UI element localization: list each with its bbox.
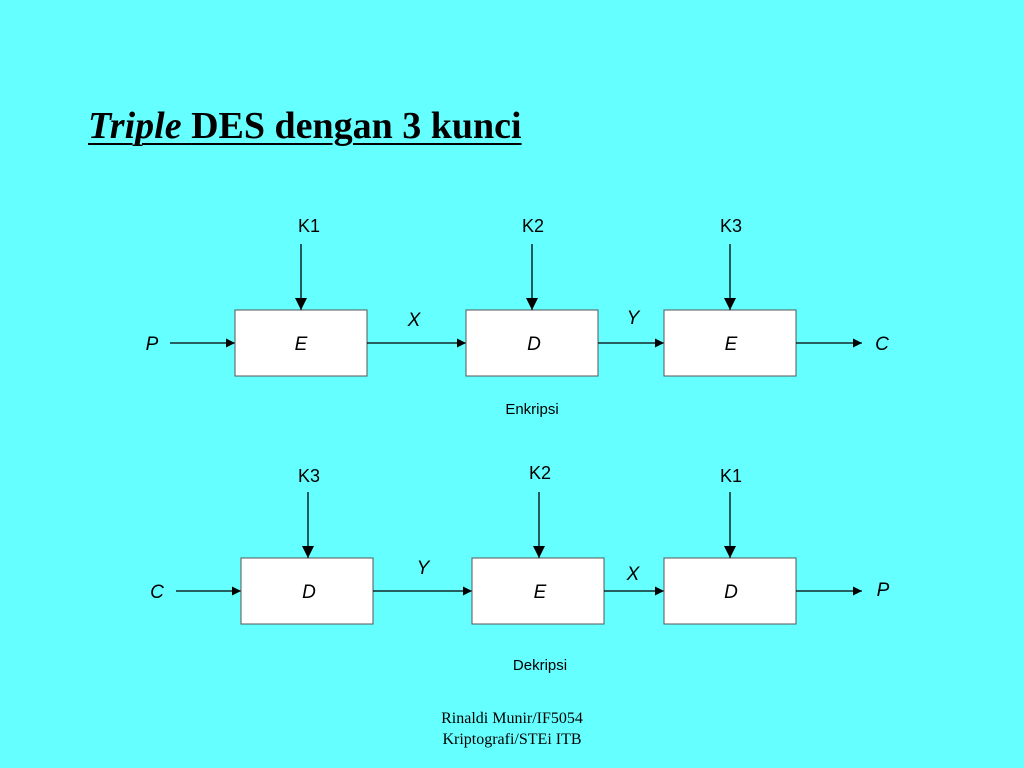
dec-caption: Dekripsi xyxy=(513,657,567,674)
enc-box-3 xyxy=(663,309,797,377)
enc-mid-2-label: Y xyxy=(627,308,641,329)
enc-key-1: K1 xyxy=(298,216,320,236)
footer-line-1: Rinaldi Munir/IF5054 xyxy=(441,710,583,727)
footer: Rinaldi Munir/IF5054 Kriptografi/STEi IT… xyxy=(400,708,624,750)
enc-box-1-op: E xyxy=(295,334,308,355)
enc-box-2-op: D xyxy=(527,334,541,355)
dec-key-3: K1 xyxy=(720,466,742,486)
enc-box-2 xyxy=(465,309,599,377)
dec-box-2 xyxy=(471,557,605,625)
encryption-flow: P E K1 X D K2 Y E K3 C Enkripsi xyxy=(146,216,889,418)
footer-line-2: Kriptografi/STEi ITB xyxy=(442,731,582,748)
dec-box-2-op: E xyxy=(534,582,547,603)
dec-output-label: P xyxy=(877,580,890,601)
enc-box-1 xyxy=(234,309,368,377)
dec-box-3 xyxy=(663,557,797,625)
dec-mid-1-label: Y xyxy=(417,558,431,579)
title-rest: DES dengan 3 kunci xyxy=(191,105,522,147)
enc-caption: Enkripsi xyxy=(505,401,558,418)
enc-mid-1-label: X xyxy=(407,310,422,331)
page-title: Triple DES dengan 3 kunci xyxy=(88,104,522,148)
dec-box-1-op: D xyxy=(302,582,316,603)
dec-input-label: C xyxy=(150,582,164,603)
dec-key-1: K3 xyxy=(298,466,320,486)
enc-key-3: K3 xyxy=(720,216,742,236)
dec-mid-2-label: X xyxy=(626,564,641,585)
enc-key-2: K2 xyxy=(522,216,544,236)
dec-box-3-op: D xyxy=(724,582,738,603)
enc-output-label: C xyxy=(875,334,889,355)
dec-key-2: K2 xyxy=(529,463,551,483)
enc-input-label: P xyxy=(146,334,159,355)
title-italic: Triple xyxy=(88,105,182,147)
enc-box-3-op: E xyxy=(725,334,738,355)
decryption-flow: C D K3 Y E K2 X D K1 P Dekripsi xyxy=(150,463,890,674)
